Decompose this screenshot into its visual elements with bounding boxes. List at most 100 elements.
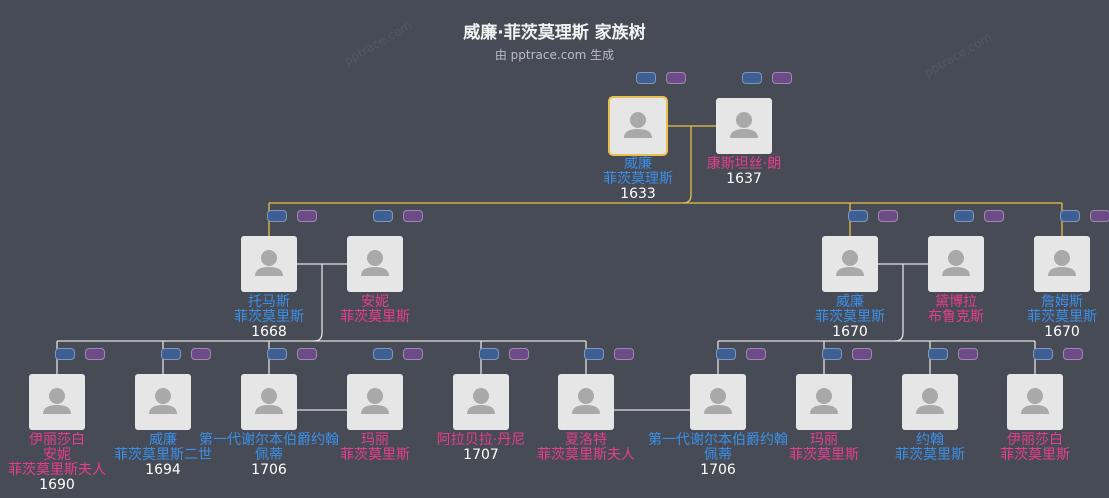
- person-birth-year: 1706: [251, 462, 287, 478]
- person-birth-year: 1633: [620, 186, 656, 202]
- person-card[interactable]: [796, 374, 852, 430]
- relation-badge-icon[interactable]: [85, 348, 105, 360]
- person-name: 菲茨莫里斯: [340, 309, 410, 325]
- person-name: 菲茨莫里斯: [895, 447, 965, 463]
- relation-badge-icon[interactable]: [403, 348, 423, 360]
- person-card[interactable]: [347, 236, 403, 292]
- person-silhouette-icon: [361, 388, 389, 414]
- person-name: 第一代谢尔本伯爵约翰: [199, 432, 339, 448]
- person-label: 约翰菲茨莫里斯: [845, 433, 1015, 463]
- person-silhouette-icon: [43, 388, 71, 414]
- relation-badge-icon[interactable]: [742, 72, 762, 84]
- person-card[interactable]: [928, 236, 984, 292]
- relation-badge-icon[interactable]: [958, 348, 978, 360]
- relation-badge-icon[interactable]: [1063, 348, 1083, 360]
- person-card[interactable]: [453, 374, 509, 430]
- relation-badge-icon[interactable]: [55, 348, 75, 360]
- relation-badge-icon[interactable]: [191, 348, 211, 360]
- person-card[interactable]: [558, 374, 614, 430]
- person-label: 玛丽菲茨莫里斯: [290, 433, 460, 463]
- relation-badge-icon[interactable]: [1060, 210, 1080, 222]
- person-silhouette-icon: [1021, 388, 1049, 414]
- person-name: 菲茨莫里斯二世: [114, 447, 212, 463]
- person-silhouette-icon: [810, 388, 838, 414]
- person-name: 夏洛特: [565, 432, 607, 448]
- relation-badge-icon[interactable]: [161, 348, 181, 360]
- person-name: 安妮: [43, 447, 71, 463]
- relation-badge-icon[interactable]: [954, 210, 974, 222]
- relation-badge-icon[interactable]: [267, 210, 287, 222]
- person-name: 菲茨莫理斯: [603, 171, 673, 187]
- person-name: 布鲁克斯: [928, 309, 984, 325]
- person-silhouette-icon: [942, 250, 970, 276]
- relation-badge-icon[interactable]: [297, 348, 317, 360]
- person-card[interactable]: [1007, 374, 1063, 430]
- person-label: 伊丽莎白菲茨莫里斯: [950, 433, 1109, 463]
- relation-badge-icon[interactable]: [584, 348, 604, 360]
- person-name: 托马斯: [248, 294, 290, 310]
- person-birth-year: 1670: [1044, 324, 1080, 340]
- person-silhouette-icon: [361, 250, 389, 276]
- relation-badge-icon[interactable]: [479, 348, 499, 360]
- relation-badge-icon[interactable]: [822, 348, 842, 360]
- relation-badge-icon[interactable]: [716, 348, 736, 360]
- person-card[interactable]: [610, 98, 666, 154]
- person-silhouette-icon: [916, 388, 944, 414]
- relation-badge-icon[interactable]: [848, 210, 868, 222]
- person-name: 威廉: [149, 432, 177, 448]
- page-subtitle: 由 pptrace.com 生成: [494, 48, 615, 62]
- person-birth-year: 1694: [145, 462, 181, 478]
- person-label: 夏洛特菲茨莫里斯夫人: [501, 433, 671, 463]
- person-card[interactable]: [1034, 236, 1090, 292]
- relation-badge-icon[interactable]: [746, 348, 766, 360]
- person-card[interactable]: [716, 98, 772, 154]
- relation-badge-icon[interactable]: [403, 210, 423, 222]
- relation-badge-icon[interactable]: [614, 348, 634, 360]
- person-card[interactable]: [241, 236, 297, 292]
- relation-badge-icon[interactable]: [373, 210, 393, 222]
- person-card[interactable]: [902, 374, 958, 430]
- relation-badge-icon[interactable]: [297, 210, 317, 222]
- person-silhouette-icon: [836, 250, 864, 276]
- relation-badge-icon[interactable]: [1090, 210, 1109, 222]
- relation-badge-icon[interactable]: [509, 348, 529, 360]
- person-name: 佩蒂: [704, 447, 732, 463]
- person-name: 玛丽: [810, 432, 838, 448]
- person-card[interactable]: [29, 374, 85, 430]
- relation-badge-icon[interactable]: [772, 72, 792, 84]
- person-name: 伊丽莎白: [1007, 432, 1063, 448]
- relation-badge-icon[interactable]: [984, 210, 1004, 222]
- person-card[interactable]: [347, 374, 403, 430]
- person-silhouette-icon: [1048, 250, 1076, 276]
- person-name: 菲茨莫里斯: [815, 309, 885, 325]
- person-card[interactable]: [690, 374, 746, 430]
- person-birth-year: 1706: [700, 462, 736, 478]
- relation-badge-icon[interactable]: [267, 348, 287, 360]
- relation-badge-icon[interactable]: [1033, 348, 1053, 360]
- person-card[interactable]: [135, 374, 191, 430]
- relation-badge-icon[interactable]: [666, 72, 686, 84]
- person-name: 威廉: [836, 294, 864, 310]
- person-name: 菲茨莫里斯夫人: [537, 447, 635, 463]
- person-birth-year: 1637: [726, 171, 762, 187]
- relation-badge-icon[interactable]: [852, 348, 872, 360]
- person-name: 菲茨莫里斯: [340, 447, 410, 463]
- relation-badge-icon[interactable]: [878, 210, 898, 222]
- person-silhouette-icon: [624, 112, 652, 138]
- relation-badge-icon[interactable]: [636, 72, 656, 84]
- person-silhouette-icon: [467, 388, 495, 414]
- person-name: 菲茨莫里斯夫人: [8, 462, 106, 478]
- person-card[interactable]: [822, 236, 878, 292]
- person-card[interactable]: [241, 374, 297, 430]
- page-title: 威廉·菲茨莫理斯 家族树: [463, 23, 646, 43]
- relation-badge-icon[interactable]: [928, 348, 948, 360]
- person-name: 詹姆斯: [1041, 294, 1083, 310]
- relation-badge-icon[interactable]: [373, 348, 393, 360]
